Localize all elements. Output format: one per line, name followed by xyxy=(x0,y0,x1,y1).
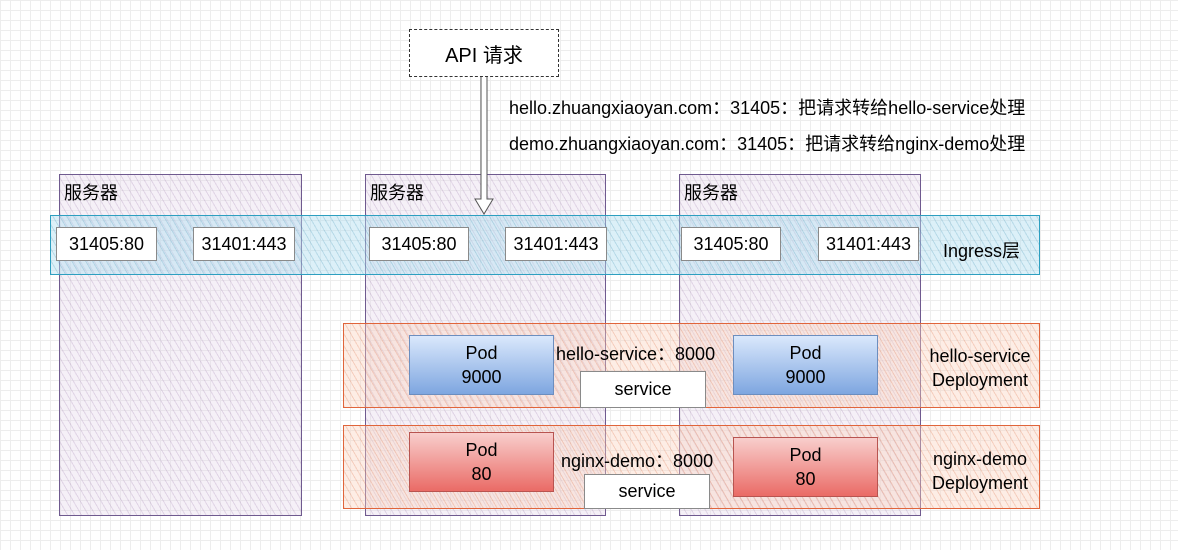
routing-note: demo.zhuangxiaoyan.com：31405：把请求转给nginx-… xyxy=(509,134,1026,154)
deployment-label-hello-service: hello-service Deployment xyxy=(929,346,1031,390)
routing-note: hello.zhuangxiaoyan.com：31405：把请求转给hello… xyxy=(509,98,1026,118)
server-label: 服务器 xyxy=(684,183,738,203)
pod-title: Pod xyxy=(465,343,498,363)
port-box: 31401:443 xyxy=(193,227,295,261)
port-box: 31401:443 xyxy=(818,227,919,261)
service-box: service xyxy=(584,474,710,509)
service-port-label: nginx-demo：8000 xyxy=(561,451,714,471)
port-box: 31405:80 xyxy=(369,227,469,261)
port-box: 31405:80 xyxy=(681,227,781,261)
port-box: 31401:443 xyxy=(505,227,607,261)
pod-title: Pod xyxy=(465,440,498,460)
pod-title: Pod xyxy=(789,445,822,465)
pod-box: Pod 9000 xyxy=(409,335,554,395)
pod-box: Pod 9000 xyxy=(733,335,878,395)
pod-box: Pod 80 xyxy=(733,437,878,497)
server-label: 服务器 xyxy=(64,183,118,203)
request-arrow-icon xyxy=(474,77,494,215)
pod-port: 80 xyxy=(471,464,492,484)
server-label: 服务器 xyxy=(370,183,424,203)
service-box: service xyxy=(580,371,706,408)
ingress-layer-label: Ingress层 xyxy=(943,241,1021,261)
deployment-label-nginx-demo: nginx-demo Deployment xyxy=(931,449,1029,493)
service-port-label: hello-service：8000 xyxy=(556,344,716,364)
pod-box: Pod 80 xyxy=(409,432,554,492)
pod-port: 9000 xyxy=(461,367,502,387)
pod-title: Pod xyxy=(789,343,822,363)
pod-port: 9000 xyxy=(785,367,826,387)
port-box: 31405:80 xyxy=(56,227,157,261)
pod-port: 80 xyxy=(795,469,816,489)
api-request-box: API 请求 xyxy=(409,29,559,77)
